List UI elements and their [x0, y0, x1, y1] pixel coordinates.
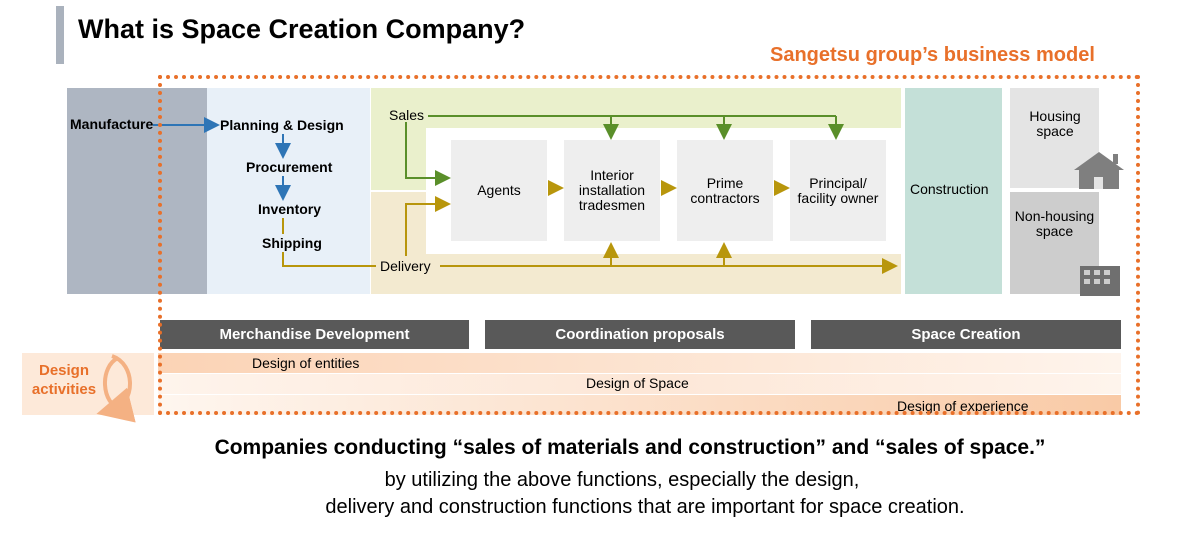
sales-label: Sales [389, 107, 425, 123]
shipping-to-delivery-line [282, 252, 376, 267]
agents-node: Agents [451, 140, 547, 241]
design-entities-label: Design of entities [252, 355, 360, 371]
design-activities-label: Design activities [31, 362, 97, 398]
page-title: What is Space Creation Company? [78, 14, 526, 44]
construction-label: Construction [910, 181, 989, 197]
space-creation-bar: Space Creation [811, 320, 1121, 349]
title-accent-bar [56, 6, 64, 64]
sales-to-agents-arrow [405, 122, 451, 186]
house-icon [1074, 152, 1124, 189]
building-icon [1080, 266, 1120, 296]
footer-line-2: delivery and construction functions that… [325, 496, 965, 518]
construction-panel [905, 88, 1002, 294]
design-band-experience [158, 395, 1121, 415]
footer-headline: Companies conducting “sales of materials… [214, 436, 1046, 459]
group-label: Sangetsu group’s business model [770, 44, 1095, 66]
prime-contractors-node: Prime contractors [677, 140, 773, 241]
inventory-label: Inventory [258, 201, 322, 217]
planning-label: Planning & Design [220, 117, 344, 133]
housing-label: Housing space [1029, 108, 1081, 139]
design-band-space [158, 374, 1121, 394]
principal-owner-node: Principal/ facility owner [790, 140, 886, 241]
merchandise-development-bar: Merchandise Development [160, 320, 469, 349]
interior-tradesmen-node: Interior installation tradesmen [564, 140, 660, 241]
footer-line-1: by utilizing the above functions, especi… [384, 469, 860, 491]
design-band-entities [158, 353, 1121, 373]
shipping-label: Shipping [262, 235, 322, 251]
delivery-to-agents-arrow [405, 196, 451, 256]
design-space-label: Design of Space [586, 375, 689, 391]
manufacture-label: Manufacture [70, 116, 154, 132]
nonhousing-label: Non-housing space [1014, 208, 1095, 239]
delivery-label: Delivery [380, 258, 431, 274]
coordination-proposals-bar: Coordination proposals [485, 320, 795, 349]
design-experience-label: Design of experience [897, 398, 1029, 414]
procurement-label: Procurement [246, 159, 333, 175]
